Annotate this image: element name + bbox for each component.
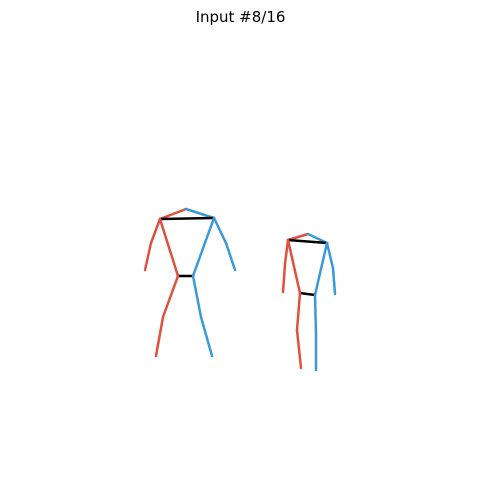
bone-left-forearm — [143, 241, 153, 272]
bone-left-upper-arm — [149, 217, 162, 245]
bone-right-torso — [313, 241, 329, 297]
bone-hips — [298, 291, 317, 297]
bone-left-shin — [295, 328, 303, 370]
bone-right-thigh — [191, 274, 203, 319]
bone-shoulders — [286, 238, 329, 245]
figure-title: Input #8/16 — [195, 8, 286, 26]
bone-right-shin — [199, 315, 214, 358]
figure-1 — [143, 207, 237, 358]
bone-right-forearm — [331, 266, 337, 296]
bone-right-torso — [191, 216, 216, 278]
bone-left-thigh — [295, 291, 302, 332]
bone-head-right — [184, 207, 216, 220]
figure-2 — [281, 232, 337, 372]
bone-head-left — [286, 232, 310, 242]
bone-right-upper-arm — [212, 216, 228, 245]
bone-right-thigh — [313, 293, 318, 335]
bone-shoulders — [158, 216, 216, 221]
bone-right-forearm — [224, 241, 237, 272]
bone-left-torso — [158, 217, 180, 278]
bone-left-shin — [154, 315, 165, 358]
bone-right-upper-arm — [325, 241, 335, 270]
bone-left-upper-arm — [283, 238, 290, 266]
bone-left-thigh — [161, 274, 180, 319]
bone-left-forearm — [281, 262, 287, 294]
bone-head-right — [306, 232, 329, 245]
bone-head-left — [158, 207, 188, 221]
bone-left-torso — [286, 238, 302, 295]
